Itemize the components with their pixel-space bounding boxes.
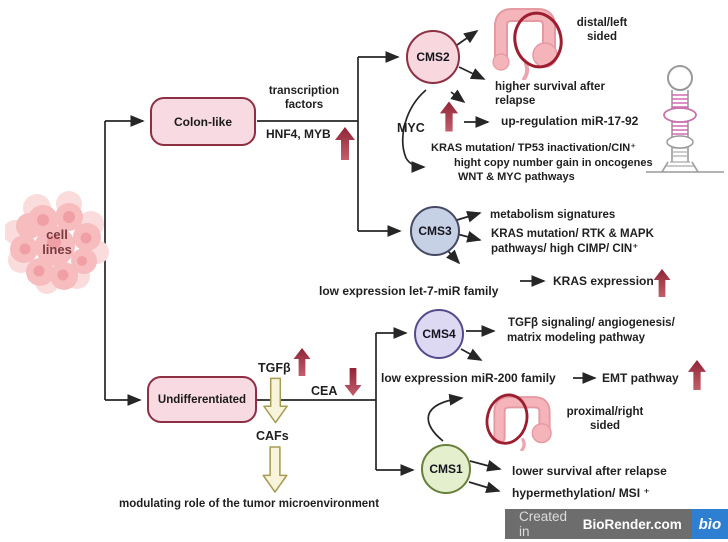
cms4-emt-text: EMT pathway [602,371,679,385]
biorender-watermark: Created in BioRender.com bìo [505,509,728,539]
proximal-highlight-ring [485,393,529,445]
node-cms1-label: CMS1 [429,462,463,476]
node-undifferentiated-label: Undifferentiated [157,393,247,406]
cms1-sided-text: proximal/right sided [566,406,644,432]
up-arrow-icon [653,269,671,297]
down-arrow-icon [344,368,362,396]
node-cms2: CMS2 [406,30,460,84]
node-cms3: CMS3 [410,206,460,256]
up-arrow-icon [687,360,707,390]
biorender-logo-icon: bìo [691,509,728,539]
tumor-microenvironment-text: modulating role of the tumor microenviro… [119,498,380,510]
node-cms3-label: CMS3 [418,224,452,238]
hnf4-myb-label: HNF4, MYB [266,127,331,141]
cms4-features-line1: TGFβ signaling/ angiogenesis/ [508,317,675,329]
node-colon-like-label: Colon-like [173,114,232,129]
transcription-factors-label: transcription factors [268,85,340,111]
biorender-watermark-text: Created in BioRender.com [505,509,692,539]
cms1-hypermethylation-text: hypermethylation/ MSI ⁺ [512,486,650,500]
yellow-down-arrow-icon [263,377,288,424]
node-colon-like: Colon-like [150,97,256,146]
cms2-features-line2: hight copy number gain in oncogenes [454,156,653,169]
distal-highlight-ring [513,11,563,69]
cms2-sided-text: distal/left sided [576,17,628,43]
node-cms2-label: CMS2 [416,50,450,64]
yellow-down-arrow-icon [262,446,288,493]
cms3-features-line1: KRAS mutation/ RTK & MAPK [491,228,654,240]
cafs-label: CAFs [256,429,289,443]
mirna-hairpin-icon [646,65,724,173]
cms2-features-line1: KRAS mutation/ TP53 inactivation/CIN⁺ [431,142,637,154]
colon-proximal-icon [485,393,552,451]
cms3-kras-expression-text: KRAS expression [553,274,654,288]
cms2-mir-text: up-regulation miR-17-92 [501,114,639,128]
watermark-brand: BioRender.com [582,516,682,532]
watermark-prefix: Created in [519,509,568,539]
up-arrow-icon [335,127,355,160]
tgfb-label: TGFβ [258,361,291,375]
cms4-features-line2: matrix modeling pathway [507,332,646,344]
up-arrow-icon [293,348,311,376]
cell-cluster-icon [5,191,109,294]
cms4-low-expression-text: low expression miR-200 family [381,371,556,385]
cms2-features-line3: WNT & MYC pathways [458,171,575,183]
myc-label: MYC [397,121,425,135]
node-cms1: CMS1 [421,444,471,494]
node-cms4: CMS4 [414,309,464,359]
cms3-features-line2: pathways/ high CIMP/ CIN⁺ [491,243,639,255]
cms3-low-expression-text: low expression let-7-miR family [319,284,499,298]
cms2-survival-text: higher survival after relapse [495,81,605,107]
cms3-metabolism-text: metabolism signatures [490,209,616,221]
up-arrow-icon [439,101,459,132]
cms1-survival-text: lower survival after relapse [512,464,667,478]
root-node-label: cell lines [42,227,72,257]
colon-distal-icon [492,8,563,80]
node-undifferentiated: Undifferentiated [147,376,257,423]
cea-label: CEA [311,384,338,398]
node-cms4-label: CMS4 [422,327,456,341]
